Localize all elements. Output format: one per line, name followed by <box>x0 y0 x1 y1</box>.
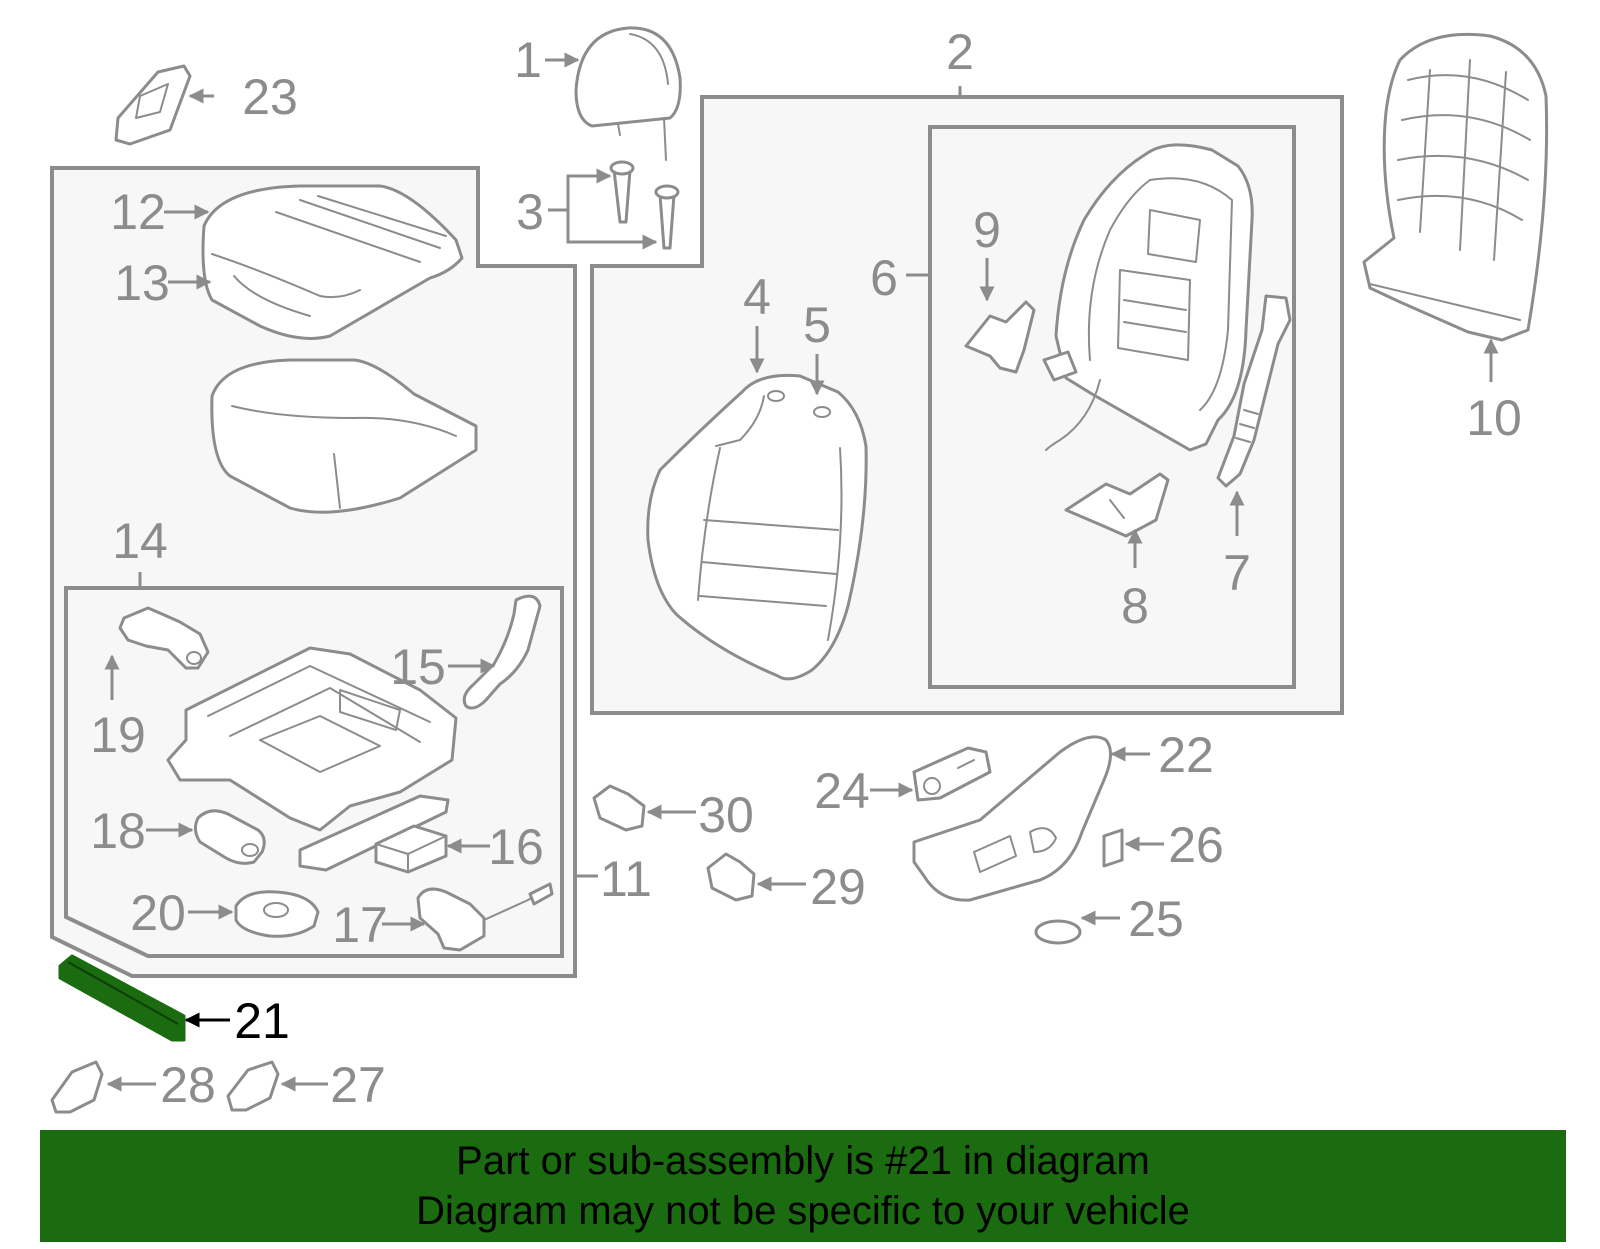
banner-disclaimer-line: Diagram may not be specific to your vehi… <box>416 1189 1190 1233</box>
callout-23: 23 <box>242 69 298 125</box>
clip-upper-part <box>592 784 646 832</box>
callout-4: 4 <box>743 269 771 325</box>
cushion-cover-part <box>201 184 464 340</box>
callout-24: 24 <box>814 763 870 819</box>
callout-2: 2 <box>946 24 974 80</box>
seat-motor-cable-part <box>416 882 554 952</box>
callout-25: 25 <box>1128 891 1184 947</box>
callout-30: 30 <box>698 787 754 843</box>
callout-6: 6 <box>870 250 898 306</box>
seat-track-part <box>166 646 458 872</box>
seat-cable-part <box>462 594 542 710</box>
part-info-banner: Part or sub-assembly is #21 in diagram D… <box>40 1130 1566 1242</box>
leader-lines <box>104 52 1499 1092</box>
callout-3: 3 <box>516 184 544 240</box>
callout-15: 15 <box>390 639 446 695</box>
callout-22: 22 <box>1158 727 1214 783</box>
callout-7: 7 <box>1223 545 1251 601</box>
belt-guide-part <box>1216 294 1292 488</box>
callout-5: 5 <box>803 297 831 353</box>
track-end-cover-right-part <box>226 1060 280 1112</box>
callout-11: 11 <box>600 851 652 907</box>
callout-27: 27 <box>330 1057 386 1113</box>
seatback-frame-part <box>1042 143 1254 452</box>
frame-bracket-upper-part <box>964 300 1036 374</box>
callout-16: 16 <box>488 819 544 875</box>
callout-17: 17 <box>332 897 388 953</box>
recline-motor-part <box>118 606 210 670</box>
lumbar-pump-part <box>234 890 320 938</box>
callout-12: 12 <box>110 184 166 240</box>
callout-8: 8 <box>1121 578 1149 634</box>
callout-18: 18 <box>90 803 146 859</box>
side-cover-part <box>912 735 1112 902</box>
ring-part <box>1034 919 1082 945</box>
callout-19: 19 <box>90 707 146 763</box>
seatback-board-part <box>1362 32 1549 342</box>
callout-13: 13 <box>114 255 170 311</box>
callout-20: 20 <box>130 885 186 941</box>
clip-lower-part <box>706 852 756 902</box>
callout-14: 14 <box>112 513 168 569</box>
seat-switch-part <box>912 746 992 802</box>
callout-26: 26 <box>1168 817 1224 873</box>
callout-10: 10 <box>1466 390 1522 446</box>
control-module-part <box>374 824 448 874</box>
trim-cover-part <box>114 64 192 146</box>
banner-part-line: Part or sub-assembly is #21 in diagram <box>456 1139 1150 1183</box>
callout-21: 21 <box>234 993 290 1049</box>
callout-28: 28 <box>160 1057 216 1113</box>
pad-part <box>1102 828 1124 868</box>
adjust-motor-part <box>193 809 266 865</box>
seatback-cover-part <box>646 373 868 681</box>
callout-29: 29 <box>810 859 866 915</box>
headrest-guide-part <box>609 160 680 250</box>
track-end-cover-left-part <box>50 1060 104 1114</box>
frame-bracket-lower-part <box>1064 472 1170 538</box>
headrest-part <box>574 26 682 161</box>
callout-1: 1 <box>514 32 542 88</box>
callout-9: 9 <box>973 202 1001 258</box>
highlighted-part-21 <box>58 954 186 1042</box>
cushion-pad-part <box>210 358 478 514</box>
